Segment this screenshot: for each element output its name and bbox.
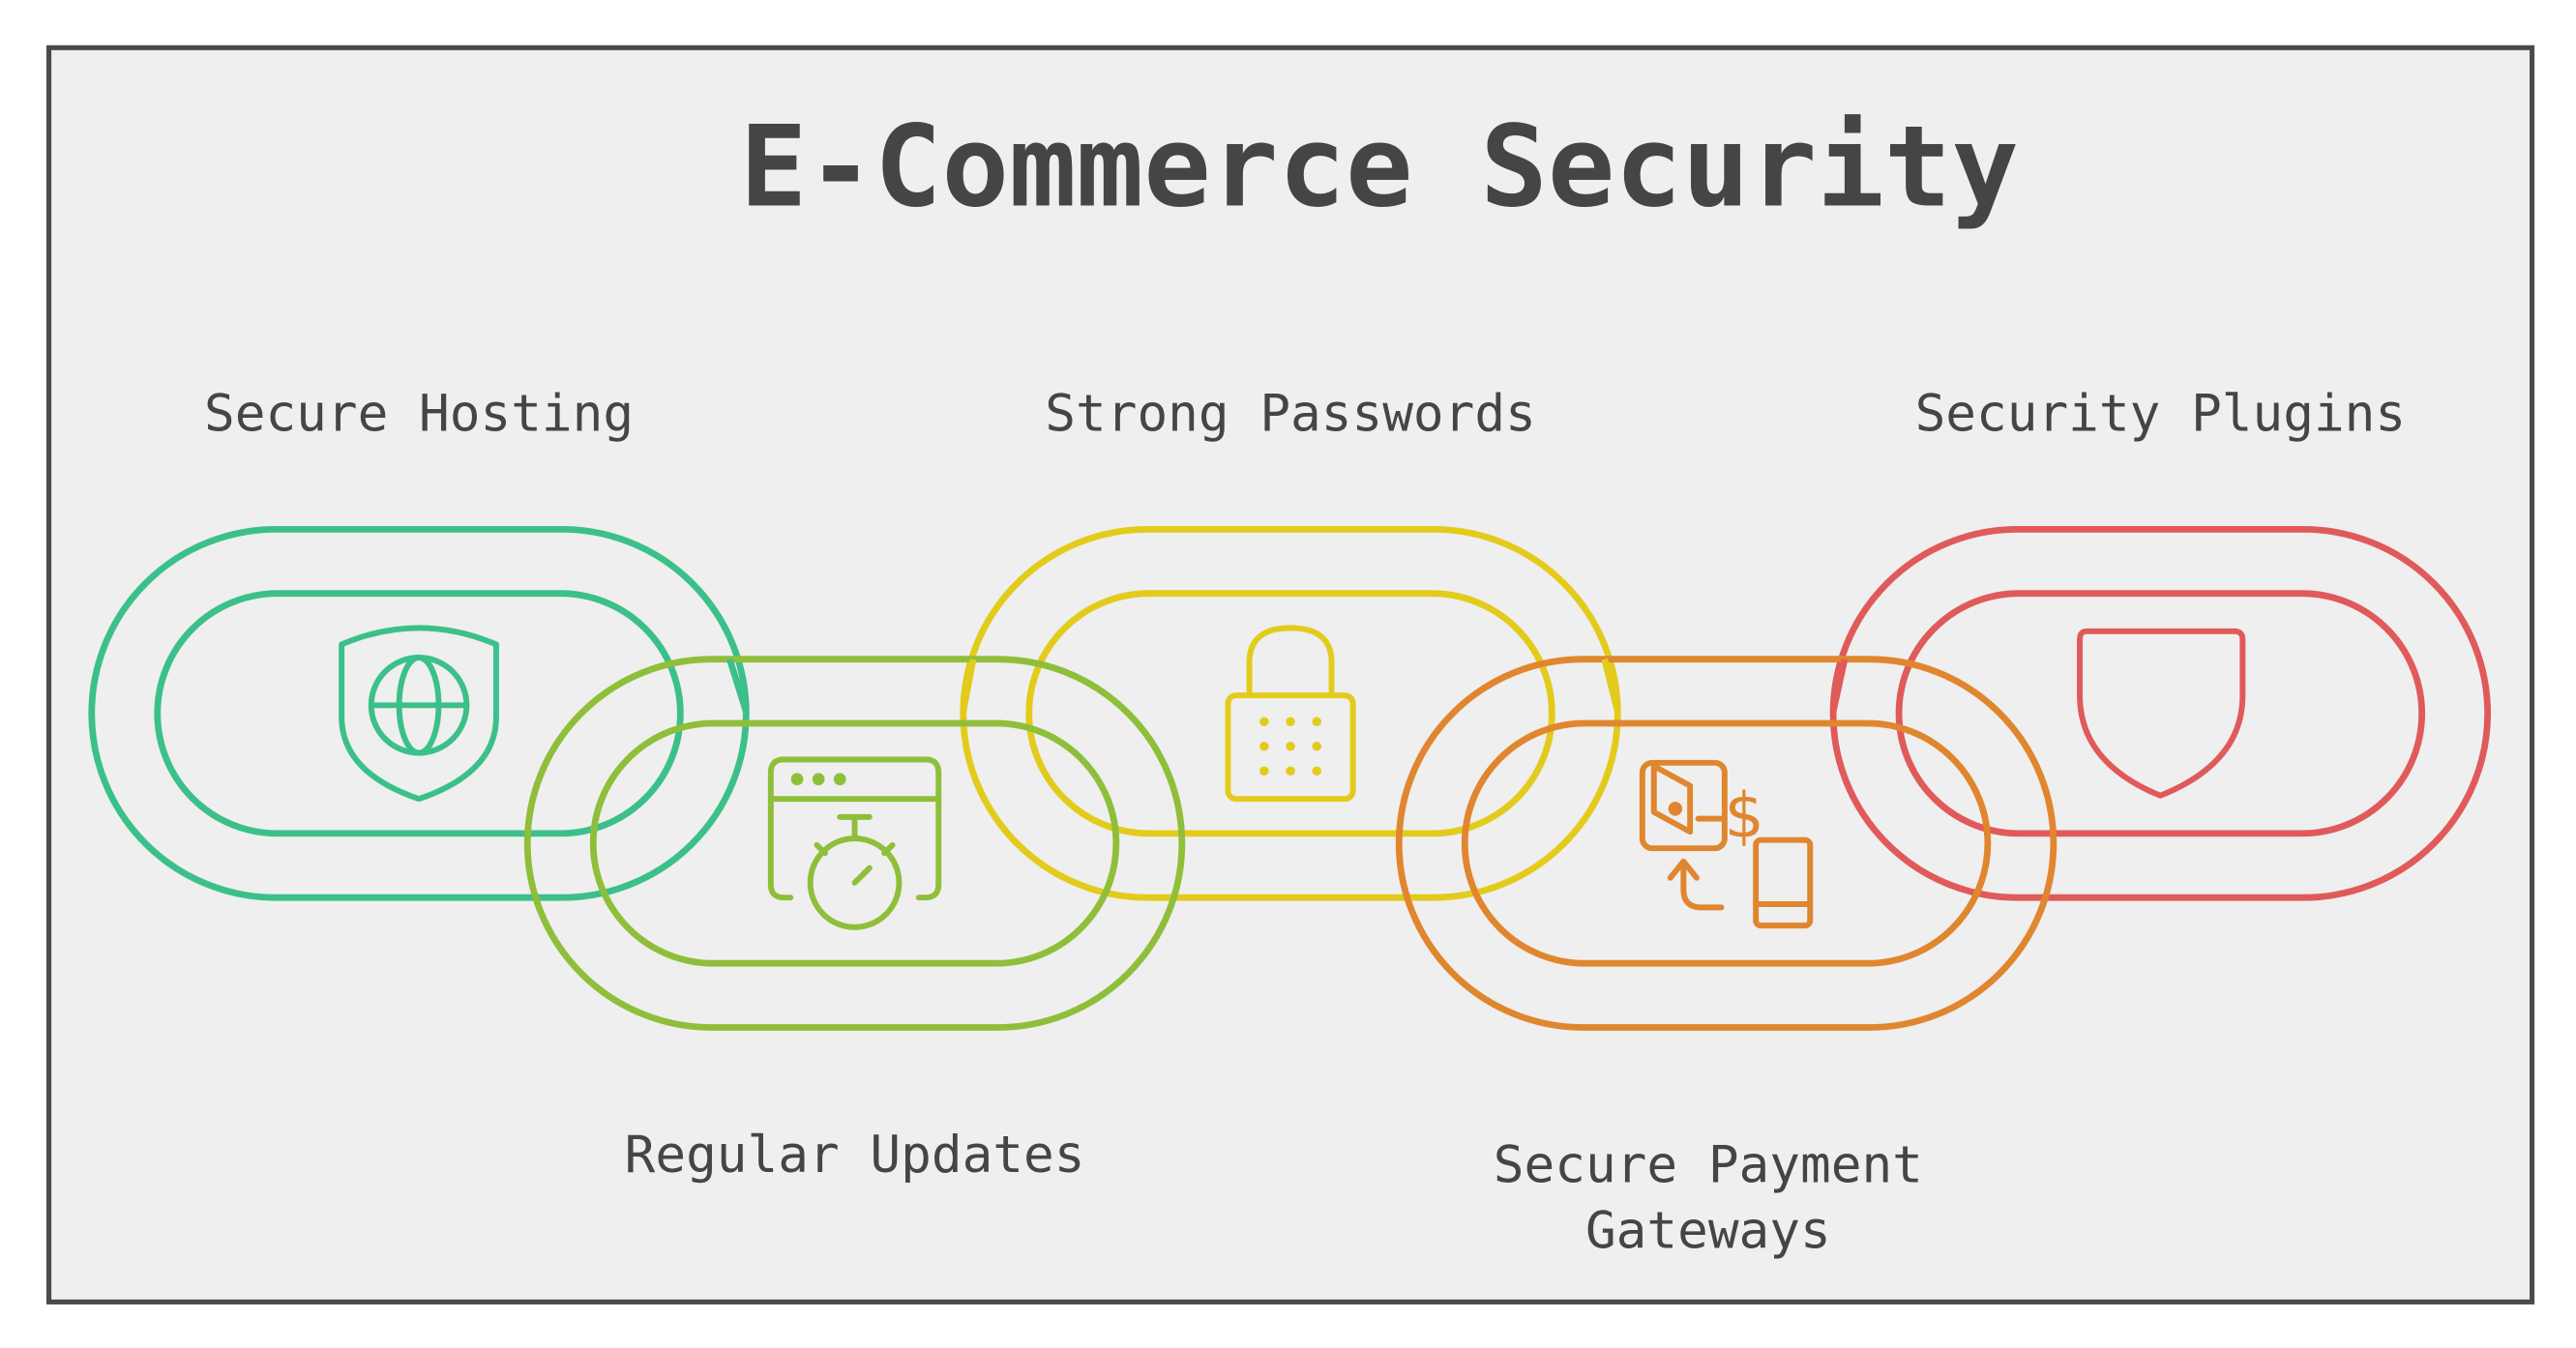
chain-link-regular-updates xyxy=(523,656,1186,1031)
shield-icon xyxy=(2077,628,2246,799)
label-security-plugins: Security Plugins xyxy=(1915,384,2407,443)
chain-overlaps xyxy=(726,658,1849,714)
shield-globe-icon xyxy=(339,625,499,803)
padlock-icon xyxy=(1225,625,1356,803)
label-secure-payment-line1: Secure Payment xyxy=(1494,1135,1923,1194)
diagram-title: E-Commerce Security xyxy=(740,103,2019,233)
label-strong-passwords: Strong Passwords xyxy=(1045,384,1536,443)
chain-link-secure-payment xyxy=(1395,656,2058,1031)
chain-link-strong-passwords xyxy=(960,526,1621,901)
label-secure-hosting: Secure Hosting xyxy=(204,384,634,443)
browser-stopwatch-icon xyxy=(767,756,942,930)
label-secure-payment-line2: Gateways xyxy=(1585,1201,1831,1260)
chain-link-secure-hosting xyxy=(88,526,750,901)
diagram-frame xyxy=(46,44,2535,1304)
payment-transfer-icon: $ xyxy=(1639,759,1814,929)
chain-link-security-plugins xyxy=(1829,526,2492,901)
label-regular-updates: Regular Updates xyxy=(625,1126,1085,1185)
